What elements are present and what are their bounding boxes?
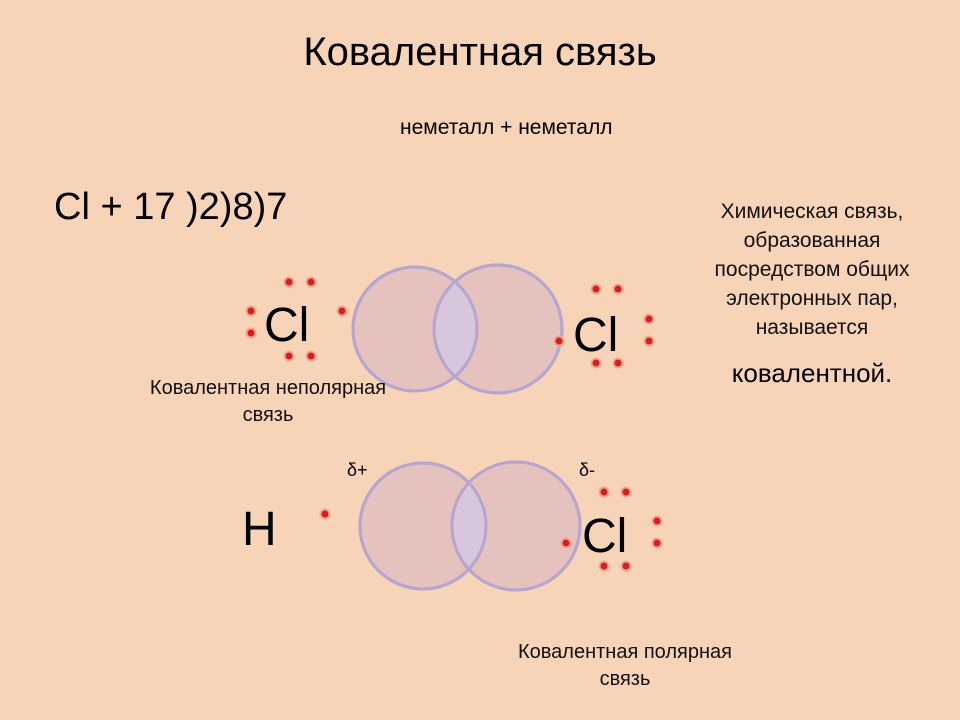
electron-dot	[319, 508, 331, 520]
caption-line: Ковалентная полярная	[518, 641, 732, 663]
definition-line: электронных пар,	[726, 287, 898, 310]
electron-dot	[598, 560, 610, 572]
electron-dot	[620, 486, 632, 498]
electrons	[245, 276, 663, 572]
electron-dot	[245, 327, 257, 339]
definition-line: называется	[755, 316, 869, 339]
definition-line: посредством общих	[714, 258, 910, 281]
caption-line: связь	[242, 404, 294, 426]
atom-cl-polar: Cl	[582, 510, 628, 563]
delta-minus-label: δ-	[579, 460, 596, 480]
polar-orbitals	[358, 460, 582, 592]
electron-dot	[560, 537, 572, 549]
electron-dot	[590, 357, 602, 369]
atom-h: H	[242, 503, 277, 556]
definition-line: Химическая связь,	[720, 200, 904, 223]
electron-dot	[245, 305, 257, 317]
definition-line: образованная	[743, 229, 881, 252]
electron-dot	[305, 276, 317, 288]
electron-dot	[305, 350, 317, 362]
orbital-overlap	[434, 267, 477, 391]
caption-line: связь	[599, 668, 651, 690]
electron-dot	[336, 305, 348, 317]
definition-text: Химическая связь, образованная посредств…	[672, 197, 952, 342]
electron-dot	[620, 560, 632, 572]
atom-cl-left: Cl	[264, 299, 310, 352]
electron-dot	[283, 276, 295, 288]
caption-nonpolar: Ковалентная неполярная связь	[110, 375, 426, 429]
electron-dot	[598, 486, 610, 498]
electron-dot	[651, 537, 663, 549]
electron-dot	[553, 335, 565, 347]
atom-cl-right: Cl	[573, 309, 619, 362]
electron-dot	[612, 283, 624, 295]
electron-dot	[643, 335, 655, 347]
caption-polar: Ковалентная полярная связь	[470, 639, 780, 693]
electron-dot	[643, 313, 655, 325]
subtitle: неметалл + неметалл	[400, 116, 613, 139]
page-title: Ковалентная связь	[303, 30, 657, 74]
electron-dot	[590, 283, 602, 295]
electron-dot	[612, 357, 624, 369]
electron-dot	[283, 350, 295, 362]
electron-dot	[651, 515, 663, 527]
nonpolar-orbitals	[351, 263, 564, 395]
caption-line: Ковалентная неполярная	[149, 377, 387, 399]
definition-emphasis: ковалентной.	[731, 358, 893, 388]
delta-plus-label: δ+	[347, 460, 368, 480]
electron-configuration-formula: Cl + 17 )2)8)7	[54, 186, 288, 228]
